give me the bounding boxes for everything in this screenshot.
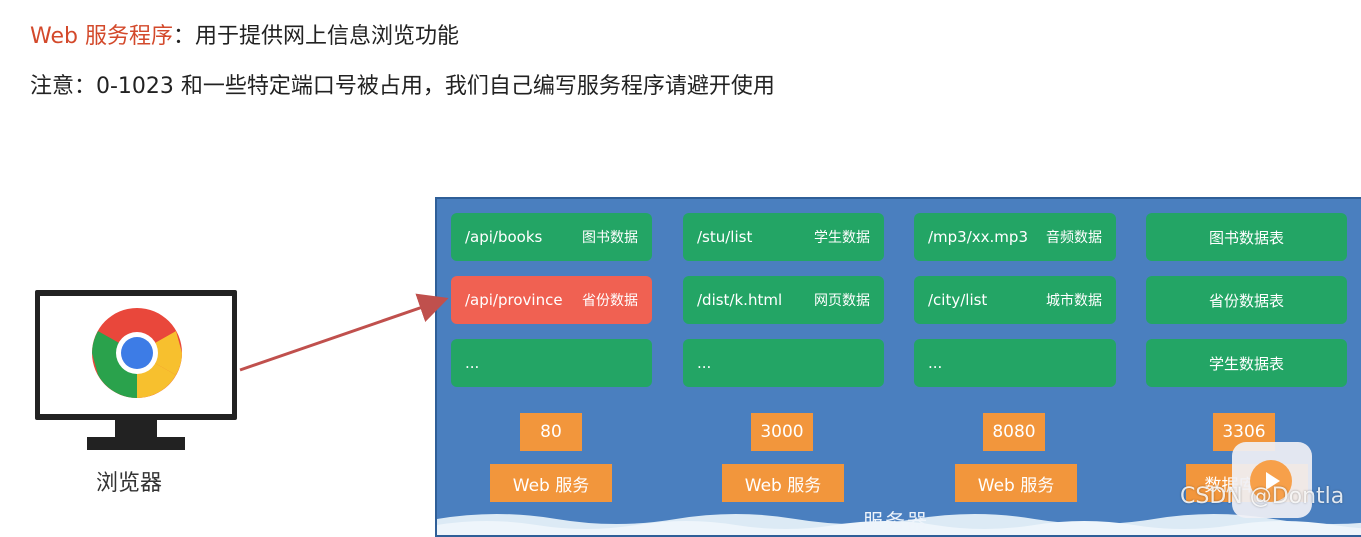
route-path: ... (928, 354, 942, 372)
port-badge: 3000 (751, 413, 813, 451)
route-path: ... (465, 354, 479, 372)
port-badge: 8080 (983, 413, 1045, 451)
route-box: /stu/list 学生数据 (683, 213, 884, 261)
title-rest: ：用于提供网上信息浏览功能 (173, 24, 459, 49)
route-box: ... (683, 339, 884, 387)
route-path: /city/list (928, 291, 987, 309)
port-note: 注意：0-1023 和一些特定端口号被占用，我们自己编写服务程序请避开使用 (30, 68, 775, 100)
browser-label: 浏览器 (96, 465, 162, 497)
route-path: /mp3/xx.mp3 (928, 228, 1028, 246)
db-table-name: 学生数据表 (1209, 353, 1284, 374)
route-desc: 学生数据 (814, 227, 870, 247)
title-accent: Web 服务程序 (30, 24, 173, 49)
db-table-box: 图书数据表 (1146, 213, 1347, 261)
route-desc: 音频数据 (1046, 227, 1102, 247)
db-table-name: 省份数据表 (1209, 290, 1284, 311)
route-box: ... (451, 339, 652, 387)
route-path: /stu/list (697, 228, 752, 246)
service-badge: Web 服务 (490, 464, 612, 502)
route-path: /api/province (465, 291, 563, 309)
db-table-box: 学生数据表 (1146, 339, 1347, 387)
route-box-highlighted: /api/province 省份数据 (451, 276, 652, 324)
db-table-box: 省份数据表 (1146, 276, 1347, 324)
service-badge: Web 服务 (955, 464, 1077, 502)
server-label: 服务器 (863, 505, 929, 534)
route-desc: 图书数据 (582, 227, 638, 247)
watermark-text: CSDN @Dontla (1180, 484, 1344, 509)
chrome-icon (91, 307, 183, 399)
route-box: /city/list 城市数据 (914, 276, 1116, 324)
port-badge: 80 (520, 413, 582, 451)
route-desc: 网页数据 (814, 290, 870, 310)
monitor-stand (87, 437, 185, 450)
route-path: /dist/k.html (697, 291, 782, 309)
route-path: ... (697, 354, 711, 372)
service-badge: Web 服务 (722, 464, 844, 502)
monitor-neck (115, 420, 157, 438)
route-box: /api/books 图书数据 (451, 213, 652, 261)
route-box: /mp3/xx.mp3 音频数据 (914, 213, 1116, 261)
db-table-name: 图书数据表 (1209, 227, 1284, 248)
page-title: Web 服务程序：用于提供网上信息浏览功能 (30, 18, 459, 50)
route-box: ... (914, 339, 1116, 387)
route-path: /api/books (465, 228, 542, 246)
route-desc: 省份数据 (582, 290, 638, 310)
route-desc: 城市数据 (1046, 290, 1102, 310)
route-box: /dist/k.html 网页数据 (683, 276, 884, 324)
